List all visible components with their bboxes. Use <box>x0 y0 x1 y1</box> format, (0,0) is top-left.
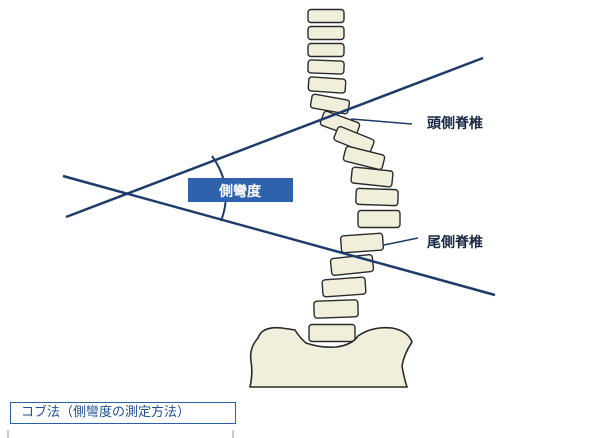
vertebra <box>313 299 359 319</box>
angle-label: 側彎度 <box>218 183 262 200</box>
vertebra <box>308 323 356 343</box>
vertebra <box>357 209 401 229</box>
lower-vertebra-label: 尾側脊椎 <box>427 234 483 251</box>
upper-vertebra-label: 頭側脊椎 <box>427 115 483 132</box>
upper-vertebra-pointer <box>350 118 413 125</box>
vertebra <box>350 166 394 188</box>
vertebra <box>307 8 345 24</box>
lower-endplate-line <box>62 174 496 297</box>
vertebra <box>321 276 367 298</box>
caption: コブ法（側彎度の測定方法） <box>10 402 236 424</box>
vertebra <box>342 145 386 171</box>
vertebra <box>307 25 345 41</box>
pelvis <box>248 326 413 388</box>
spine <box>307 8 401 343</box>
bottom-border <box>7 430 234 438</box>
vertebra <box>307 76 347 94</box>
vertebra <box>309 93 351 115</box>
lower-vertebra-pointer <box>383 237 419 246</box>
angle-label-box <box>188 178 293 202</box>
vertebra <box>307 59 345 75</box>
pelvis-bone <box>248 326 413 388</box>
vertebra <box>339 232 385 254</box>
vertebra <box>355 187 399 207</box>
upper-endplate-line <box>65 56 484 219</box>
vertebra <box>307 42 345 58</box>
vertebra <box>329 253 375 277</box>
